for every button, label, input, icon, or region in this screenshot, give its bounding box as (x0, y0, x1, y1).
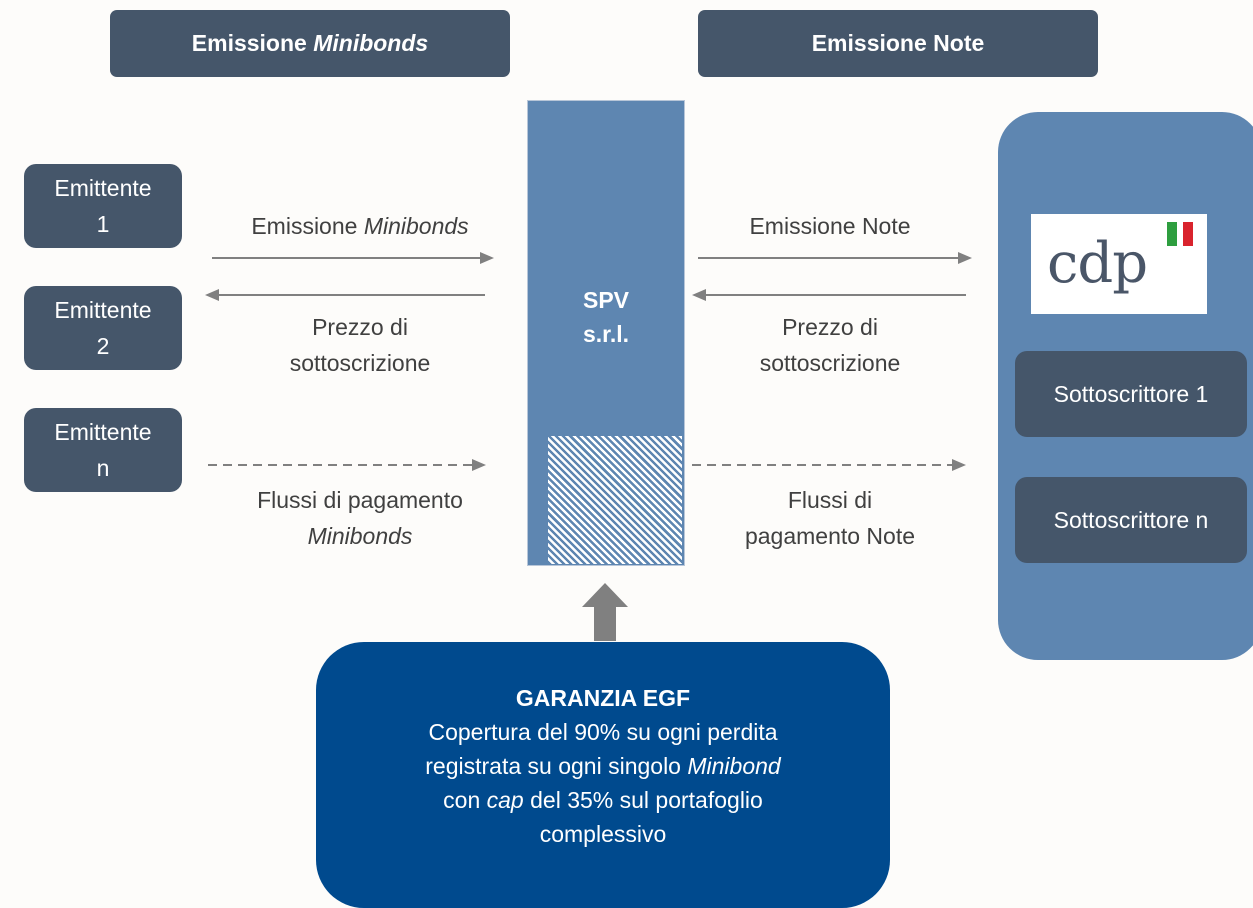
left-payments-label: Flussi di pagamento Minibonds (190, 482, 530, 554)
guarantee-line3-prefix: con (443, 787, 487, 813)
right-price-arrow (692, 289, 966, 301)
header-minibonds-prefix: Emissione (191, 30, 314, 56)
left-emission-prefix: Emissione (251, 213, 364, 239)
right-payments-arrow (692, 459, 966, 471)
left-price-line2: sottoscrizione (289, 350, 431, 376)
guarantee-up-arrow (582, 583, 628, 641)
header-minibonds-emission: Emissione Minibonds (110, 10, 510, 77)
left-payments-line2: Minibonds (307, 523, 413, 549)
guarantee-line2-prefix: registrata su ogni singolo (425, 753, 688, 779)
guarantee-line3-suffix: del 35% sul portafoglio (523, 787, 763, 813)
left-price-arrow (205, 289, 485, 301)
guarantee-title: GARANZIA EGF (515, 685, 691, 711)
guarantee-box: GARANZIA EGF Copertura del 90% su ogni p… (316, 642, 890, 908)
issuer-box-1: Emittente 1 (24, 164, 182, 248)
subscriber-box-1: Sottoscrittore 1 (1015, 351, 1247, 437)
issuer-1-line1: Emittente (54, 175, 152, 201)
issuer-1-line2: 1 (96, 211, 110, 237)
left-emission-label: Emissione Minibonds (190, 208, 530, 244)
cdp-flag-green (1167, 222, 1177, 246)
right-price-line1: Prezzo di (782, 314, 878, 340)
left-emission-italic: Minibonds (363, 213, 469, 239)
header-notes-label: Emissione Note (811, 30, 985, 56)
right-price-line2: sottoscrizione (759, 350, 901, 376)
issuer-n-line1: Emittente (54, 419, 152, 445)
guarantee-line-3: con cap del 35% sul portafoglio (316, 783, 890, 817)
subscriber-box-n: Sottoscrittore n (1015, 477, 1247, 563)
right-payments-label: Flussi di pagamento Note (690, 482, 970, 554)
left-price-label: Prezzo di sottoscrizione (210, 309, 510, 381)
right-payments-line2: pagamento Note (744, 523, 916, 549)
guarantee-line-4: complessivo (539, 821, 667, 847)
spv-line1: SPV (582, 287, 630, 313)
right-emission-label: Emissione Note (690, 208, 970, 244)
guarantee-line-1: Copertura del 90% su ogni perdita (428, 719, 778, 745)
guarantee-line2-italic: Minibond (687, 753, 781, 779)
cdp-logo: cdp (1031, 214, 1207, 314)
guarantee-line-2: registrata su ogni singolo Minibond (316, 749, 890, 783)
right-price-label: Prezzo di sottoscrizione (690, 309, 970, 381)
issuer-2-line2: 2 (96, 333, 110, 359)
right-emission-text: Emissione Note (749, 213, 911, 239)
left-price-line1: Prezzo di (312, 314, 408, 340)
right-payments-line1: Flussi di (787, 487, 873, 513)
right-emission-arrow (698, 252, 972, 264)
subscriber-n-label: Sottoscrittore n (1053, 506, 1209, 533)
issuer-n-line2: n (96, 455, 110, 481)
spv-line2: s.r.l. (582, 321, 630, 347)
issuer-box-n: Emittente n (24, 408, 182, 492)
issuer-2-line1: Emittente (54, 297, 152, 323)
spv-hatched-block (548, 436, 682, 564)
cdp-flag-red (1183, 222, 1193, 246)
left-payments-line1: Flussi di pagamento (257, 487, 463, 513)
issuer-box-2: Emittente 2 (24, 286, 182, 370)
guarantee-line3-italic: cap (486, 787, 524, 813)
header-notes-emission: Emissione Note (698, 10, 1098, 77)
left-payments-arrow (208, 459, 486, 471)
header-minibonds-italic: Minibonds (313, 30, 429, 56)
left-emission-arrow (212, 252, 494, 264)
spv-label: SPV s.r.l. (527, 283, 685, 351)
subscriber-1-label: Sottoscrittore 1 (1053, 380, 1209, 407)
cdp-logo-text: cdp (1047, 231, 1148, 296)
